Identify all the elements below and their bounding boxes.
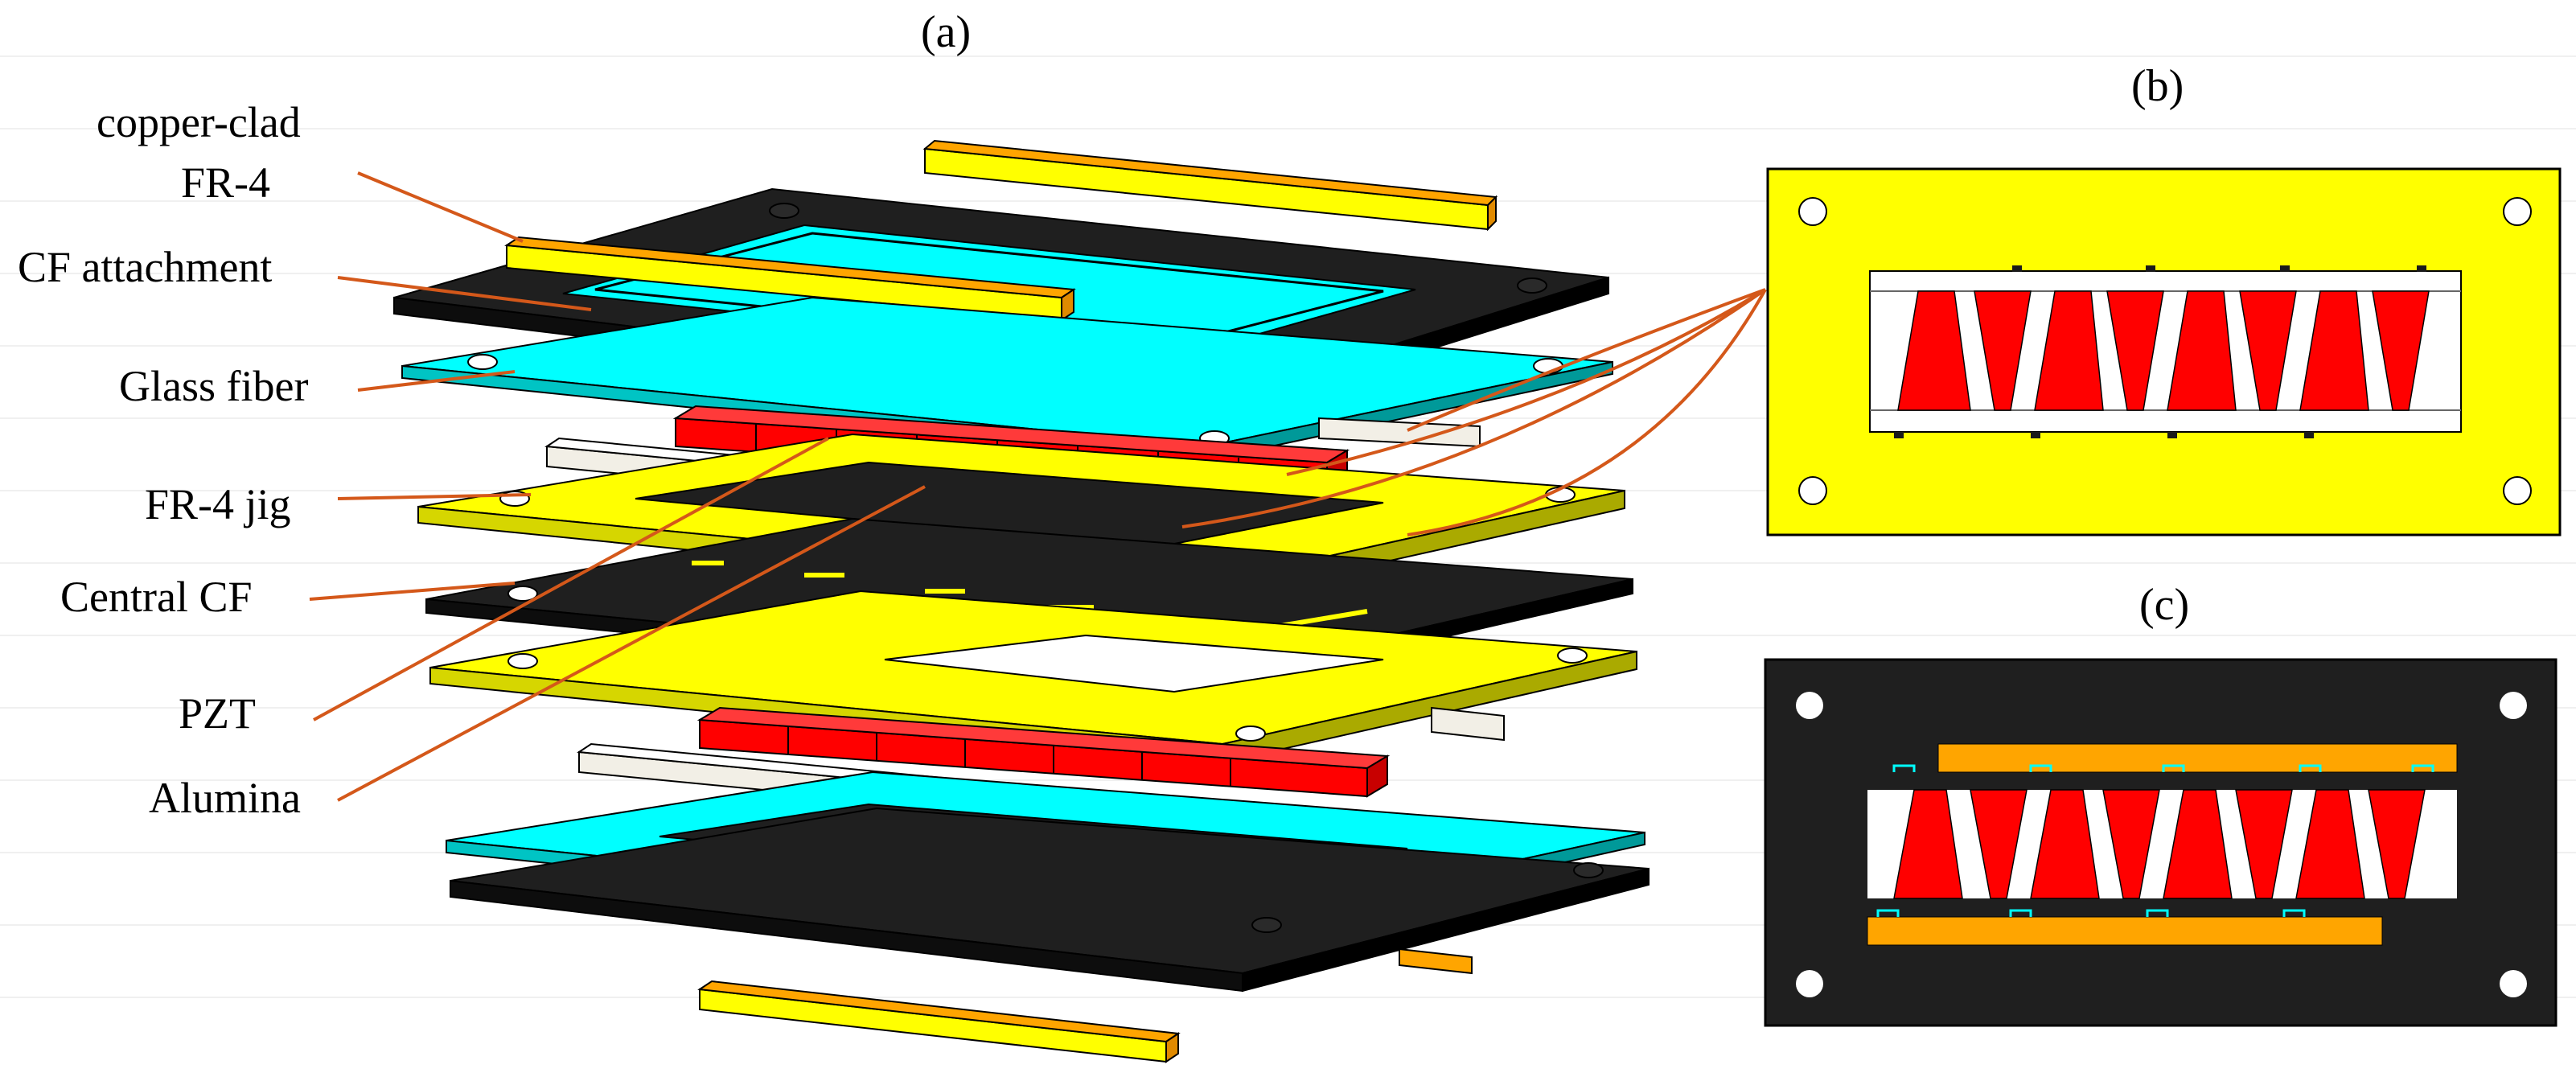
leader-pzt bbox=[313, 437, 829, 721]
panel-b-tabs bbox=[1894, 265, 2426, 438]
label-alumina: Alumina bbox=[149, 774, 301, 822]
label-pzt: PZT bbox=[179, 689, 256, 738]
leader-copper-clad bbox=[357, 171, 524, 243]
panel-c-cyan-contacts bbox=[1876, 764, 2434, 917]
label-copper-clad-2: FR-4 bbox=[181, 158, 270, 207]
lower-fr4-jig-plate bbox=[429, 590, 1637, 764]
leader-b-2 bbox=[1181, 288, 1767, 528]
leader-b-4 bbox=[1286, 288, 1767, 476]
panel-c-pzt-wedges bbox=[1893, 789, 2426, 899]
exploded-view bbox=[393, 139, 1650, 1063]
leader-b-1 bbox=[1407, 288, 1766, 432]
panel-b-pzt-wedges bbox=[1897, 290, 2430, 411]
component-labels: copper-clad FR-4 CF attachment Glass fib… bbox=[18, 98, 308, 822]
label-glass-fiber: Glass fiber bbox=[119, 362, 308, 410]
label-copper-clad-1: copper-clad bbox=[97, 98, 301, 146]
leader-b-3 bbox=[1407, 289, 1767, 536]
bottom-copper-strip bbox=[697, 980, 1181, 1063]
leader-glass-fiber bbox=[357, 370, 516, 392]
leader-alumina bbox=[337, 485, 926, 802]
label-fr4-jig: FR-4 jig bbox=[145, 480, 291, 528]
front-copper-strip bbox=[504, 236, 1076, 322]
lower-pzt-row bbox=[696, 706, 1391, 798]
panel-b-jig-topview bbox=[1766, 167, 2562, 536]
label-cf-attachment: CF attachment bbox=[18, 243, 272, 291]
leader-lines bbox=[309, 171, 1767, 802]
label-central-cf: Central CF bbox=[60, 573, 253, 621]
panel-label-b: (b) bbox=[2131, 61, 2184, 111]
bottom-cf-plate bbox=[450, 807, 1650, 993]
panel-label-c: (c) bbox=[2139, 580, 2189, 630]
small-copper-tab bbox=[1399, 948, 1473, 975]
panel-c-cf-topview bbox=[1764, 658, 2558, 1027]
leader-fr4-jig bbox=[337, 493, 532, 500]
leader-central-cf bbox=[309, 582, 516, 601]
leader-cf-attachment bbox=[337, 276, 592, 311]
panel-label-a: (a) bbox=[921, 7, 971, 57]
